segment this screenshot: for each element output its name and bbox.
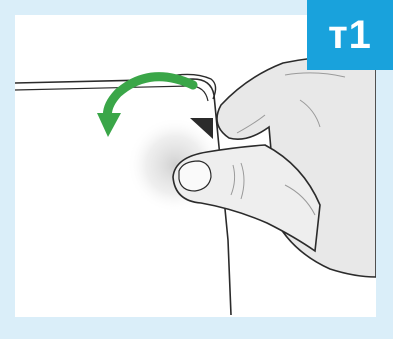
hand-icon xyxy=(173,57,376,277)
step-badge: т1 xyxy=(307,0,393,70)
